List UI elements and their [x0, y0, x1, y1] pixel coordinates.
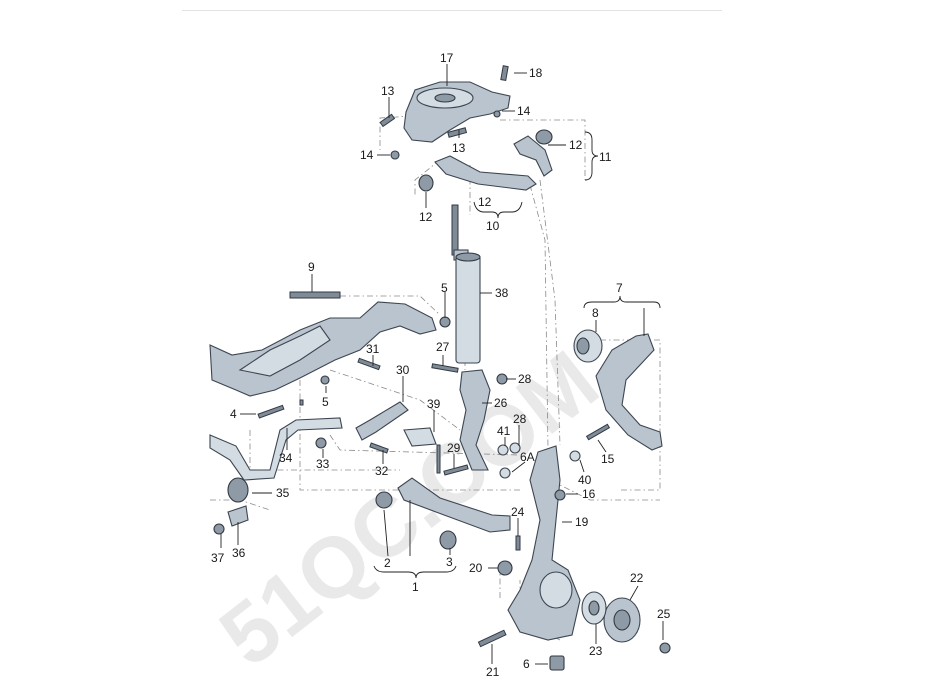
wheel-bearing	[581, 591, 607, 625]
callout-8: 8	[592, 306, 599, 320]
wheel-hub	[603, 597, 641, 643]
callout-33: 33	[316, 457, 330, 471]
callout-30: 30	[396, 363, 410, 377]
callout-1: 1	[412, 580, 419, 594]
callout-40: 40	[578, 473, 592, 487]
callout-3: 3	[446, 555, 453, 569]
wheel-knuckle	[507, 445, 581, 641]
callout-9: 9	[308, 260, 315, 274]
callout-39: 39	[427, 397, 441, 411]
mount-bolts	[379, 65, 509, 160]
callout-7: 7	[616, 281, 623, 295]
callout-14: 14	[517, 104, 531, 118]
callout-22: 22	[630, 571, 644, 585]
callout-labels: 17 18 13 14 13 14 12 11 12 12 10 9 5 38 …	[211, 51, 671, 679]
callout-36: 36	[232, 546, 246, 560]
strut-fork	[459, 369, 491, 471]
callout-19: 19	[575, 515, 589, 529]
callout-25: 25	[657, 607, 671, 621]
callout-2: 2	[384, 556, 391, 570]
callout-27: 27	[436, 340, 450, 354]
callout-10: 10	[486, 219, 500, 233]
callout-13: 13	[381, 84, 395, 98]
callout-6: 6	[523, 657, 530, 671]
callout-12: 12	[478, 195, 492, 209]
fasteners	[213, 316, 671, 671]
bushing-clamp	[227, 505, 249, 527]
stabilizer-bar	[209, 417, 343, 481]
callout-18: 18	[529, 66, 543, 80]
callout-28: 28	[518, 372, 532, 386]
callout-4: 4	[230, 407, 237, 421]
lower-front-control-arm	[375, 477, 511, 550]
callout-31: 31	[366, 342, 380, 356]
shock-absorber	[451, 204, 481, 364]
callout-14: 14	[360, 148, 374, 162]
top-divider	[182, 10, 722, 11]
lower-rear-control-arm	[573, 329, 663, 451]
callout-23: 23	[589, 644, 603, 658]
coupling-rod	[403, 427, 441, 474]
callout-5: 5	[322, 395, 329, 409]
callout-24: 24	[511, 505, 525, 519]
callout-34: 34	[279, 451, 293, 465]
leader-lines	[220, 64, 664, 665]
callout-12: 12	[569, 138, 583, 152]
callout-38: 38	[495, 286, 509, 300]
callout-16: 16	[582, 487, 596, 501]
callout-11: 11	[599, 150, 612, 164]
callout-12: 12	[419, 210, 433, 224]
tie-rod-link	[355, 401, 409, 441]
callout-28: 28	[513, 412, 527, 426]
upper-control-arm-front	[418, 155, 537, 192]
callout-6a: 6A	[520, 450, 535, 464]
callout-35: 35	[276, 486, 290, 500]
callout-15: 15	[601, 452, 615, 466]
callout-20: 20	[469, 561, 483, 575]
callout-41: 41	[497, 424, 511, 438]
stabilizer-bushing	[227, 477, 249, 503]
callout-5: 5	[441, 281, 448, 295]
callout-21: 21	[486, 665, 500, 679]
subframe-bolt	[289, 291, 341, 299]
callout-13: 13	[452, 141, 466, 155]
upper-control-arm-rear	[513, 129, 553, 177]
callout-26: 26	[494, 396, 508, 410]
strut-mount-bracket	[403, 81, 511, 143]
callout-29: 29	[447, 441, 461, 455]
callout-32: 32	[375, 464, 389, 478]
subframe	[209, 301, 437, 397]
callout-17: 17	[440, 51, 454, 65]
callout-37: 37	[211, 551, 225, 565]
